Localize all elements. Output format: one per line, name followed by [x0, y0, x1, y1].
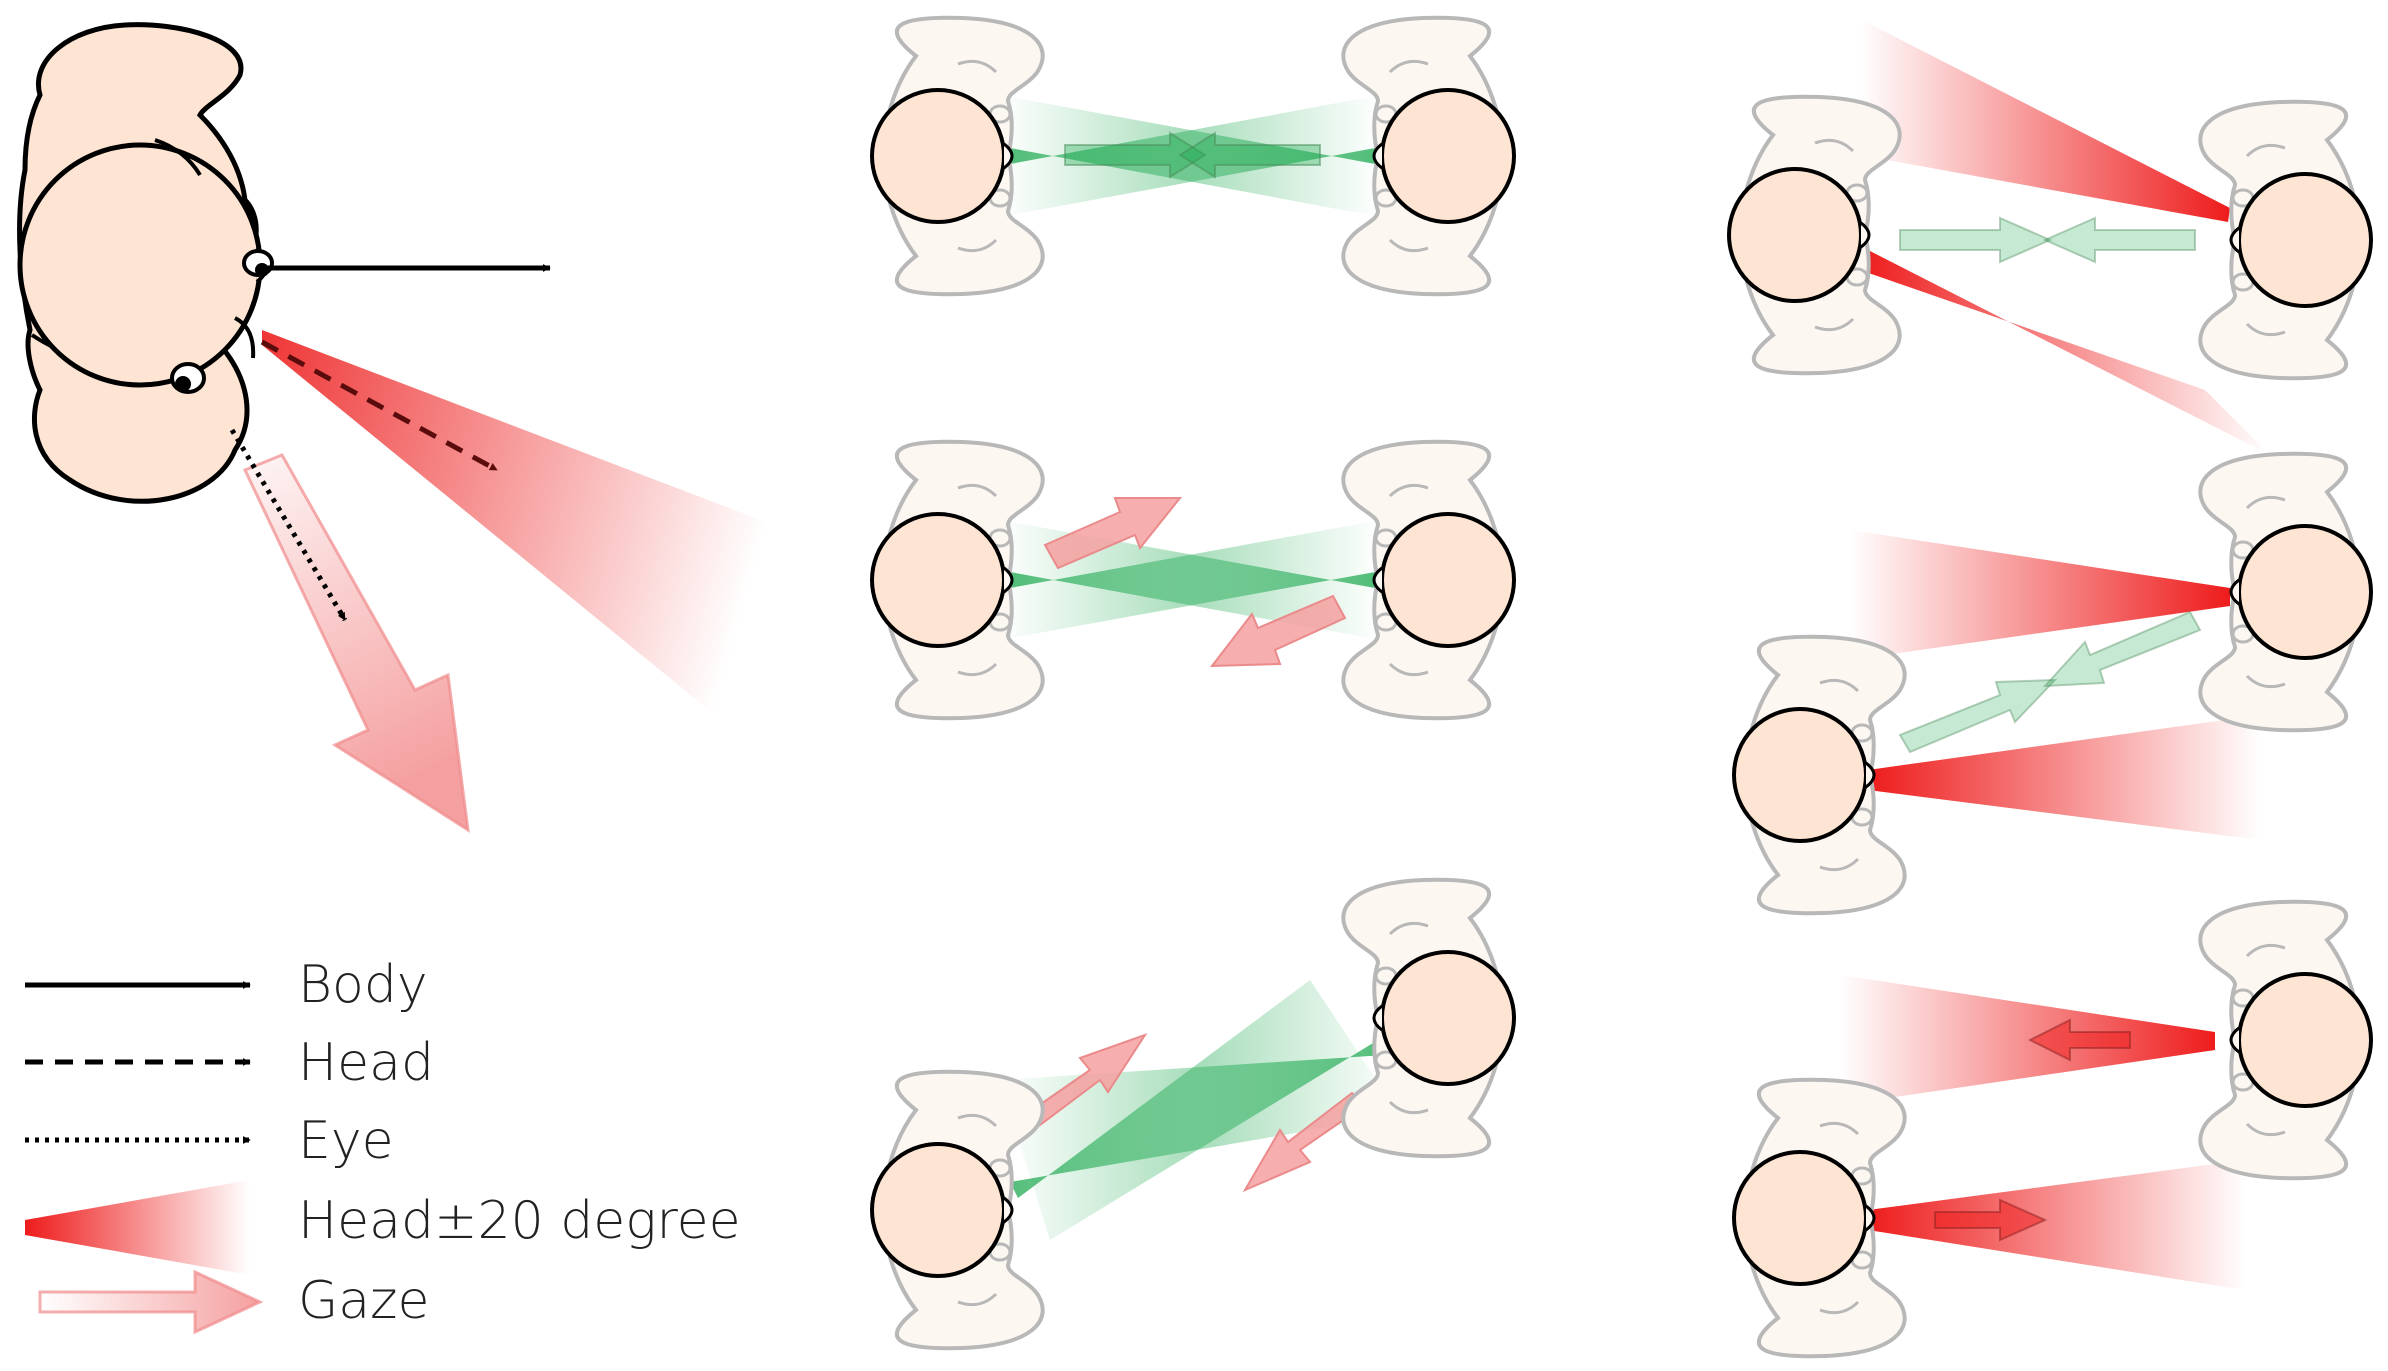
legend-item-eye: Eye — [25, 1111, 394, 1171]
scene-nonmutual-3 — [1732, 899, 2373, 1359]
scene-nonmutual-1 — [1727, 20, 2373, 455]
legend-label-head-cone: Head±20 degree — [298, 1191, 741, 1251]
example-person — [17, 22, 274, 504]
head-cone-example — [262, 330, 800, 715]
eye-icon — [242, 249, 274, 277]
legend: Body Head Eye Head±20 degree Gaze — [25, 955, 741, 1335]
scene-mutual-1 — [870, 15, 1516, 297]
legend-item-head-cone: Head±20 degree — [25, 1180, 741, 1275]
legend-item-gaze: Gaze — [38, 1269, 429, 1335]
legend-label-head: Head — [298, 1033, 434, 1093]
scene-nonmutual-2 — [1732, 451, 2373, 916]
legend-label-body: Body — [298, 955, 428, 1015]
scene-mutual-3 — [870, 877, 1516, 1351]
legend-label-gaze: Gaze — [298, 1271, 429, 1331]
gaze-arrow-example — [242, 453, 470, 833]
legend-item-head: Head — [25, 1033, 434, 1093]
eye-arrow — [229, 428, 348, 622]
eye-icon — [170, 362, 206, 394]
head-arrow — [260, 339, 499, 473]
legend-label-eye: Eye — [298, 1111, 394, 1171]
scene-mutual-2 — [870, 439, 1516, 721]
legend-item-body: Body — [25, 955, 428, 1015]
